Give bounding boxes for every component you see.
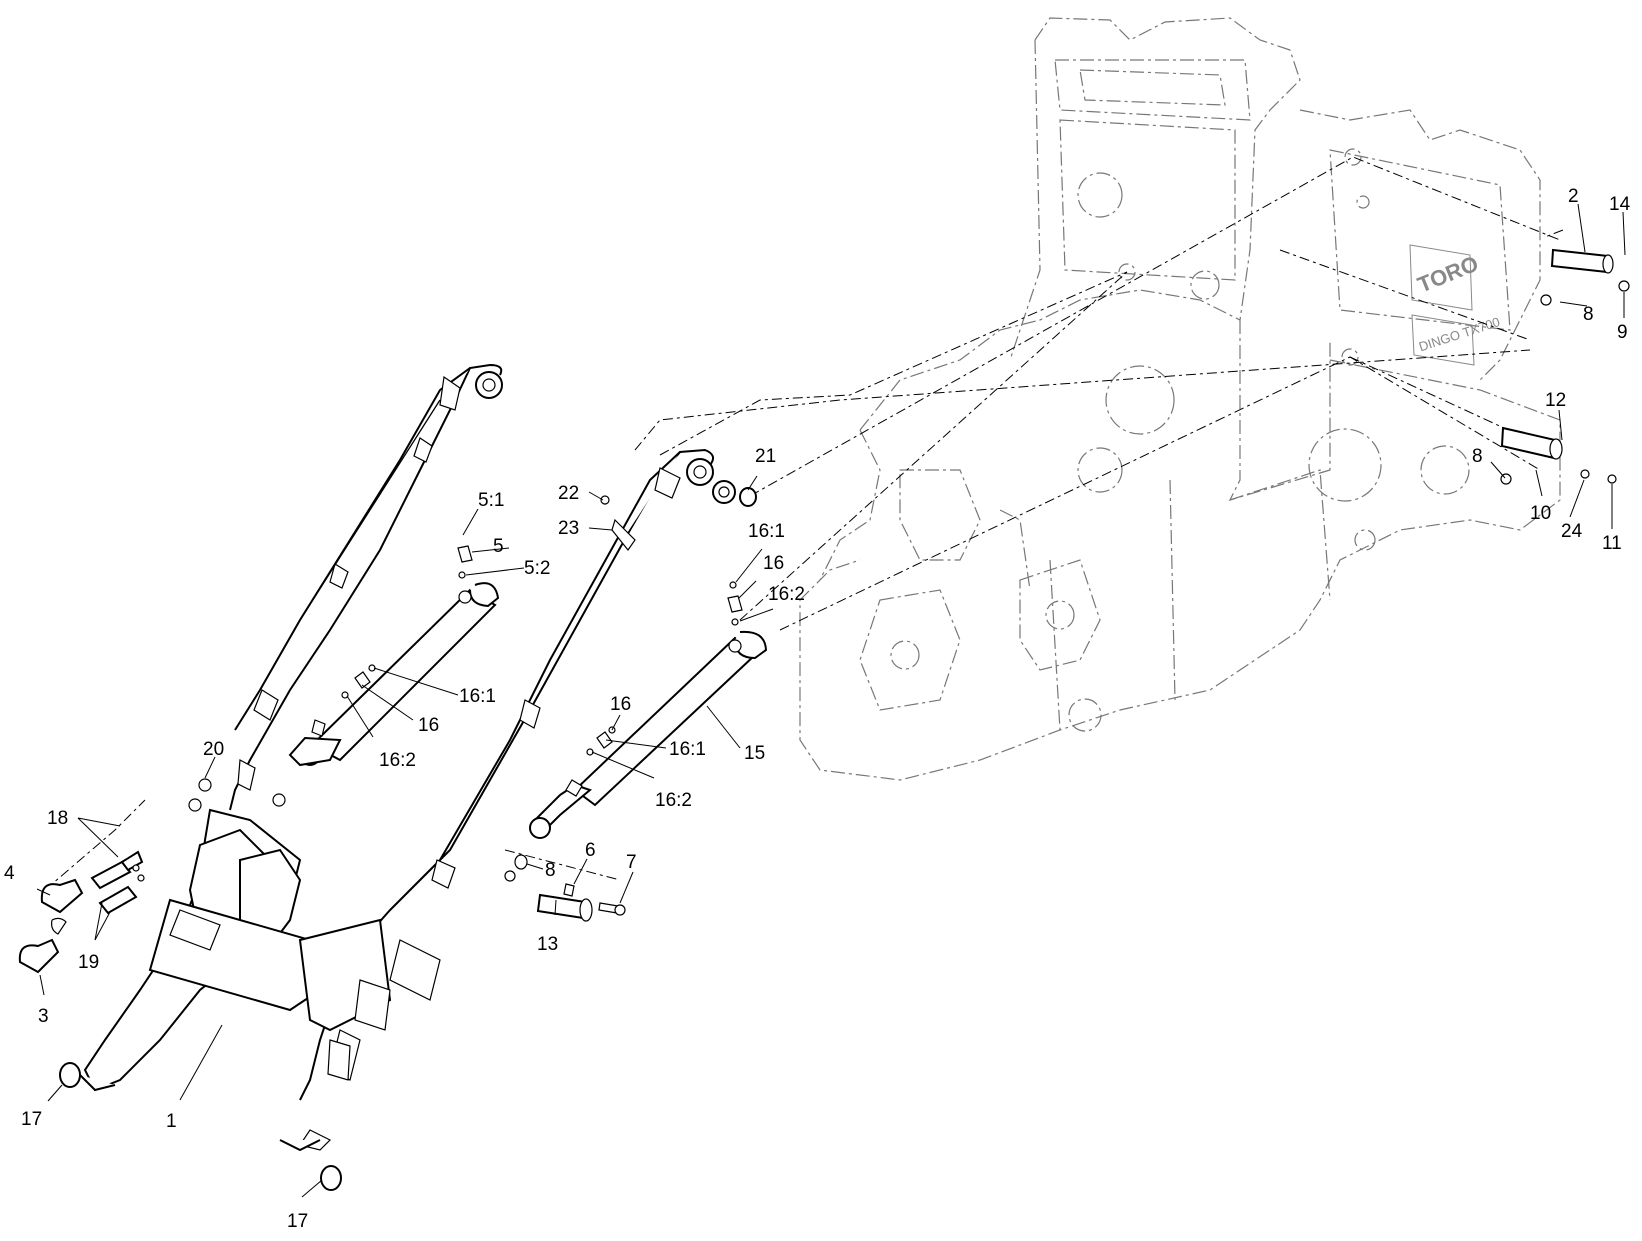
leader-lines bbox=[36, 203, 1626, 1198]
callout-16-2c: 16:2 bbox=[655, 790, 692, 811]
callout-12: 12 bbox=[1545, 390, 1566, 411]
assembly-centerlines bbox=[44, 156, 1564, 891]
callout-21: 21 bbox=[755, 446, 776, 467]
callout-18: 18 bbox=[47, 808, 68, 829]
callout-17a: 17 bbox=[21, 1109, 42, 1130]
callout-16b: 16 bbox=[418, 715, 439, 736]
callout-16-2a: 16:2 bbox=[768, 584, 805, 605]
loader-arm-left bbox=[229, 363, 503, 811]
callout-23: 23 bbox=[558, 518, 579, 539]
callout-14: 14 bbox=[1609, 194, 1631, 215]
callout-22: 22 bbox=[558, 483, 579, 504]
callout-16-1c: 16:1 bbox=[669, 739, 706, 760]
callout-11: 11 bbox=[1602, 533, 1622, 554]
callout-16-1b: 16:1 bbox=[459, 686, 496, 707]
loader-arm-right bbox=[299, 448, 736, 1101]
callout-16a: 16 bbox=[763, 553, 784, 574]
callout-13: 13 bbox=[537, 934, 558, 955]
callout-5: 5 bbox=[493, 536, 504, 557]
callout-16-2b: 16:2 bbox=[379, 750, 416, 771]
callout-4: 4 bbox=[4, 863, 15, 884]
callout-9: 9 bbox=[1617, 322, 1628, 343]
callout-16-1a: 16:1 bbox=[748, 521, 785, 542]
callout-2: 2 bbox=[1568, 186, 1579, 207]
quick-attach-plate bbox=[79, 808, 392, 1152]
callout-5-2: 5:2 bbox=[524, 558, 550, 579]
callout-15: 15 bbox=[744, 743, 765, 764]
callout-8c: 8 bbox=[545, 860, 556, 881]
callout-8a: 8 bbox=[1583, 304, 1594, 325]
callout-8b: 8 bbox=[1472, 446, 1483, 467]
callout-17b: 17 bbox=[287, 1211, 308, 1232]
callout-3: 3 bbox=[38, 1006, 49, 1027]
callout-6: 6 bbox=[585, 840, 596, 861]
callout-16c: 16 bbox=[610, 694, 631, 715]
callout-10: 10 bbox=[1530, 503, 1551, 524]
machine-frame: TORO DINGO TX700 bbox=[799, 17, 1561, 781]
lift-cylinder-left bbox=[288, 582, 500, 767]
callout-1: 1 bbox=[166, 1111, 177, 1132]
callout-24: 24 bbox=[1561, 521, 1583, 542]
callout-7: 7 bbox=[626, 852, 637, 873]
callout-19: 19 bbox=[78, 952, 99, 973]
callout-labels: 2 14 8 9 12 8 10 24 11 21 22 23 5:1 5 5:… bbox=[4, 186, 1631, 1232]
callout-20: 20 bbox=[203, 739, 224, 760]
toro-decal: TORO DINGO TX700 bbox=[1409, 244, 1502, 366]
callout-5-1: 5:1 bbox=[478, 490, 504, 511]
frame-model-text: DINGO TX700 bbox=[1417, 314, 1502, 354]
hardware bbox=[18, 248, 1630, 1191]
